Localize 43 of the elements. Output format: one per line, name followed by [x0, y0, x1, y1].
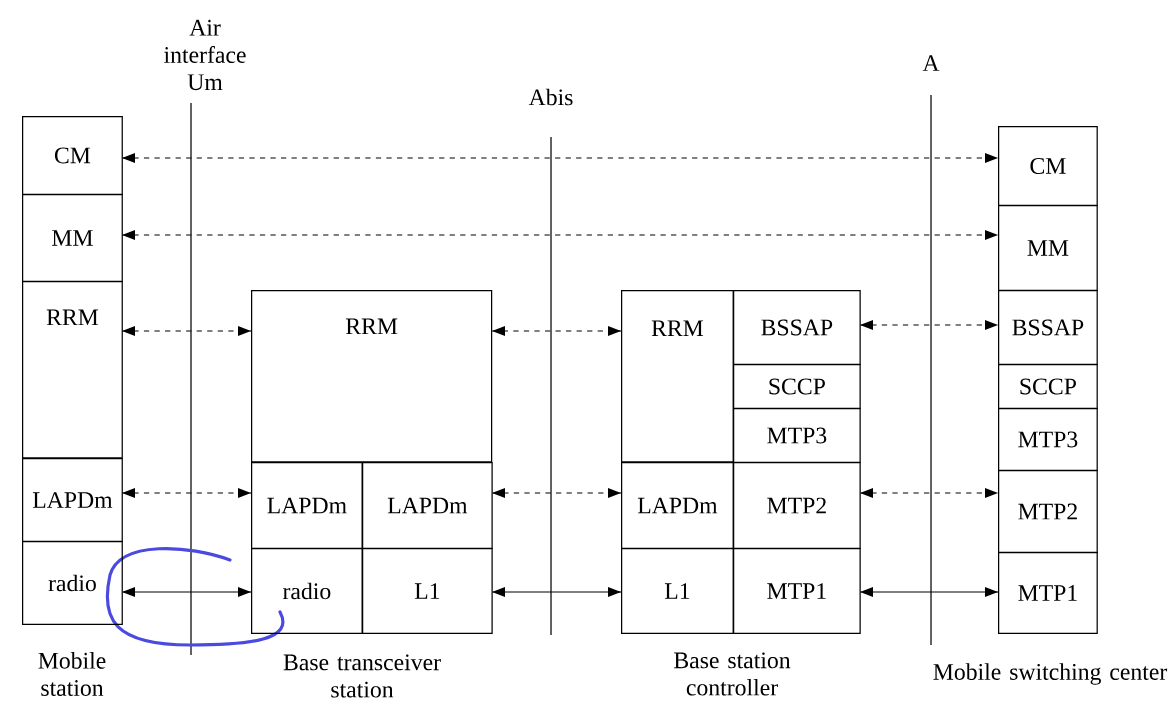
protocol-layer-box: MTP3 — [998, 408, 1098, 471]
protocol-layer-box: BSSAP — [733, 290, 861, 366]
protocol-layer-box: LAPDm — [22, 458, 123, 542]
caption: Mobile switching center — [933, 663, 1168, 685]
protocol-layer-box: MM — [22, 194, 123, 282]
arrow — [860, 587, 999, 597]
arrow — [122, 230, 999, 240]
protocol-layer-box: MM — [998, 205, 1098, 291]
protocol-layer-box: BSSAP — [998, 290, 1098, 366]
protocol-layer-box: LAPDm — [362, 462, 493, 549]
arrow — [492, 587, 622, 597]
protocol-layer-box: LAPDm — [251, 462, 363, 549]
arrow — [122, 488, 252, 498]
protocol-layer-box: CM — [22, 116, 123, 195]
arrow — [491, 326, 622, 336]
protocol-layer-box: L1 — [362, 548, 493, 634]
protocol-layer-box: RRM — [621, 290, 734, 463]
protocol-layer-box: radio — [22, 541, 123, 625]
protocol-layer-box: LAPDm — [621, 462, 734, 549]
protocol-layer-box: MTP1 — [733, 548, 861, 634]
protocol-layer-box: SCCP — [998, 364, 1098, 409]
protocol-layer-box: RRM — [22, 281, 123, 459]
arrow — [860, 320, 999, 330]
caption: Mobile station — [38, 652, 106, 696]
protocol-layer-box: MTP2 — [998, 470, 1098, 553]
protocol-layer-box: SCCP — [733, 364, 861, 409]
protocol-layer-box: MTP1 — [998, 552, 1098, 634]
arrow — [860, 488, 999, 498]
protocol-layer-box: RRM — [251, 290, 493, 463]
arrow — [492, 488, 622, 498]
protocol-layer-box: CM — [998, 126, 1098, 206]
caption: Base station controller — [674, 652, 791, 696]
protocol-layer-box: radio — [251, 548, 363, 634]
caption: Air interface Um — [164, 19, 246, 91]
caption: Abis — [528, 88, 573, 106]
arrow — [122, 587, 252, 597]
protocol-layer-box: L1 — [621, 548, 734, 634]
caption: A — [922, 55, 940, 71]
arrow — [122, 153, 999, 163]
arrow — [122, 326, 252, 336]
protocol-layer-box: MTP3 — [733, 408, 861, 463]
caption: Base transceiver station — [283, 654, 441, 698]
protocol-layer-box: MTP2 — [733, 462, 861, 549]
